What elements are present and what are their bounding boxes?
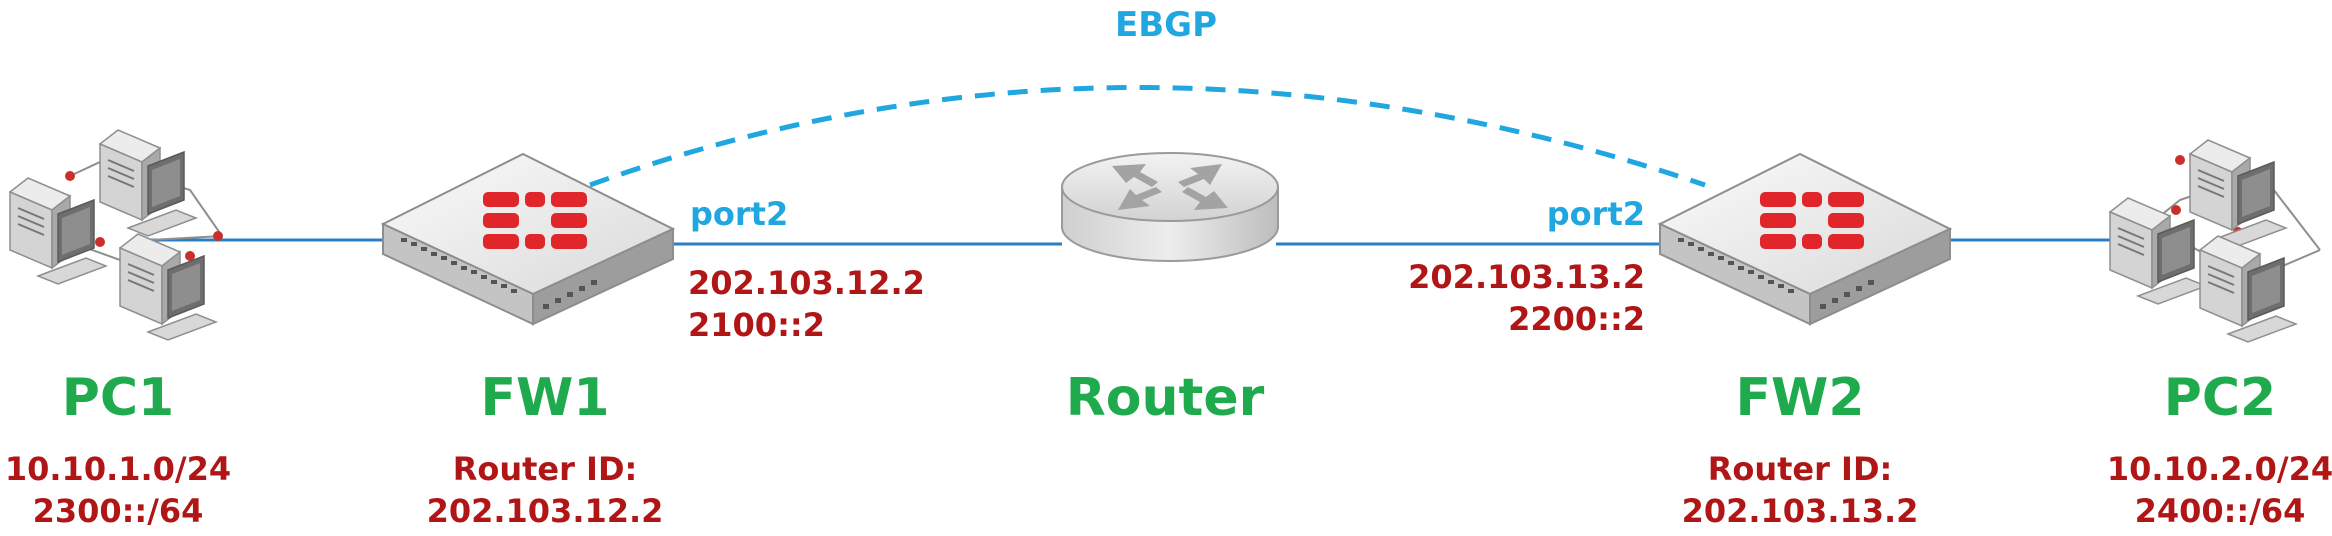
- pc2-subnet-v4: 10.10.2.0/24: [2106, 450, 2332, 488]
- fw2-ip-v6: 2200::2: [1508, 300, 1645, 338]
- pc2-subnet-v6: 2400::/64: [2134, 492, 2306, 530]
- pc2-name: PC2: [2163, 368, 2277, 428]
- fw2-port-label: port2: [1546, 195, 1645, 233]
- ebgp-session-line: [589, 85, 1706, 188]
- router-icon: [1061, 152, 1279, 262]
- links: [150, 238, 2132, 246]
- ebgp-label: EBGP: [1115, 5, 1217, 45]
- pc2-cluster-icon: [2109, 139, 2321, 343]
- fw1-router-id-label: Router ID:: [452, 450, 638, 488]
- pc1-subnet-v6: 2300::/64: [32, 492, 204, 530]
- fw1-ip-v4: 202.103.12.2: [688, 264, 925, 302]
- fw1-ip-v6: 2100::2: [688, 306, 825, 344]
- fw1-port-label: port2: [690, 195, 789, 233]
- pc1-name: PC1: [61, 368, 175, 428]
- pc1-cluster-icon: [9, 129, 223, 341]
- fw1-router-id: 202.103.12.2: [426, 492, 664, 530]
- fw2-firewall-icon: [1659, 153, 1951, 325]
- fw2-ip-v4: 202.103.13.2: [1408, 258, 1645, 296]
- fw1-name: FW1: [480, 368, 610, 428]
- fw2-router-id: 202.103.13.2: [1681, 492, 1919, 530]
- pc1-subnet-v4: 10.10.1.0/24: [4, 450, 232, 488]
- router-name: Router: [1065, 368, 1265, 428]
- fw1-firewall-icon: [382, 153, 674, 325]
- fw2-router-id-label: Router ID:: [1707, 450, 1893, 488]
- fw2-name: FW2: [1735, 368, 1865, 428]
